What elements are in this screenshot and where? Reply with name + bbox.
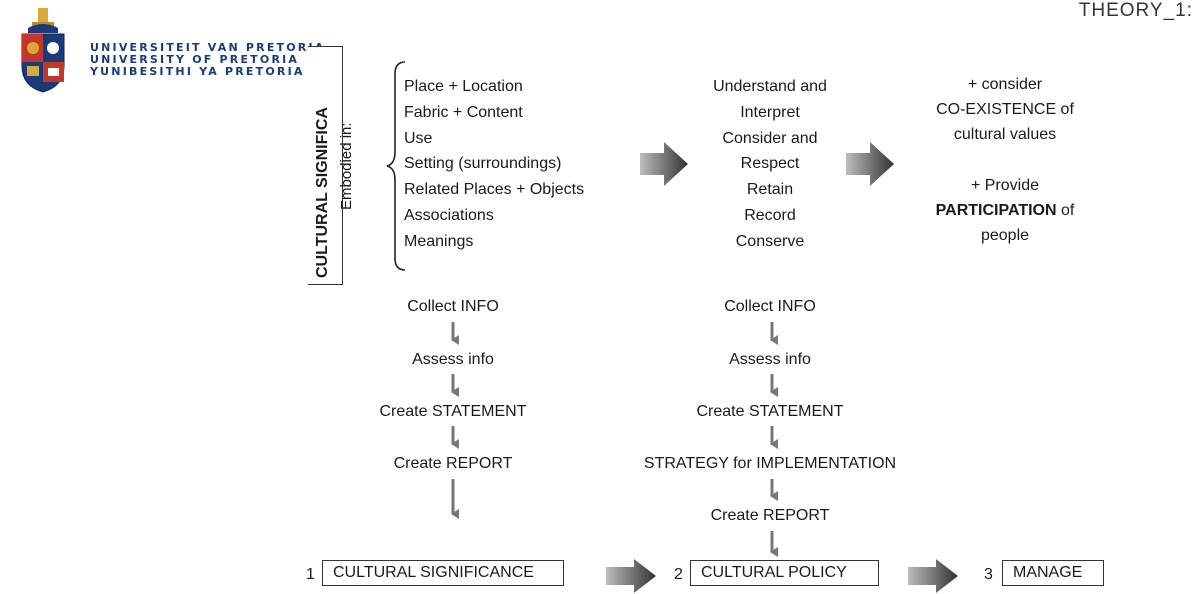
university-crest-icon [21, 8, 65, 93]
list-item: Related Places + Objects [404, 181, 585, 199]
crest-crown-icon [28, 8, 58, 33]
university-name-afrikaans: UNIVERSITEIT VAN PRETORIA [90, 41, 326, 54]
list-item: Use [404, 129, 433, 147]
list-item: Understand and [713, 78, 827, 95]
actions-list: Understand and Interpret Consider and Re… [690, 74, 850, 255]
participation-line: PARTICIPATION of [900, 198, 1110, 223]
stage-cultural-significance-box: CULTURAL SIGNIFICANCE [322, 560, 564, 586]
list-item: Respect [740, 155, 800, 173]
co-existence-line: CO-EXISTENCE of [936, 101, 1074, 118]
embodied-in-list: Place + Location Fabric + Content Use Se… [404, 74, 584, 255]
cultural-significance-vertical-box [308, 46, 343, 285]
university-name-sepedi: YUNIBESITHI YA PRETORIA [90, 65, 305, 78]
left-flow-step-collect: Collect INFO [407, 298, 499, 315]
stage-manage-box: MANAGE [1002, 560, 1104, 586]
list-item: Associations [404, 206, 494, 224]
university-name-english: UNIVERSITY OF PRETORIA [90, 53, 300, 66]
list-item: Retain [746, 181, 794, 199]
block-arrow-icon [640, 142, 688, 186]
consider-line: + consider [967, 76, 1043, 93]
middle-flow-step-statement: Create STATEMENT [696, 403, 844, 420]
stage-number: 1 [306, 566, 315, 583]
stage-number: 3 [984, 566, 993, 583]
list-item: Place + Location [404, 78, 523, 95]
block-arrow-icon [908, 559, 958, 593]
cultural-values-line: cultural values [953, 126, 1057, 143]
consider-panel: + consider CO-EXISTENCE of cultural valu… [900, 72, 1110, 248]
middle-flow-step-report: Create REPORT [710, 507, 830, 524]
participation-bold: PARTICIPATION [935, 202, 1057, 219]
list-item: Consider and [722, 129, 818, 147]
left-flow-step-report: Create REPORT [393, 455, 513, 472]
curly-brace-icon [386, 61, 406, 271]
list-item: Conserve [735, 232, 805, 250]
list-item: Meanings [404, 232, 474, 250]
list-item: Interpret [740, 103, 800, 121]
stage-number: 2 [674, 566, 683, 583]
block-arrow-icon [606, 559, 656, 593]
stage-cultural-policy-box: CULTURAL POLICY [690, 560, 879, 586]
university-names: UNIVERSITEIT VAN PRETORIA UNIVERSITY OF … [90, 42, 325, 78]
middle-flow-step-assess: Assess info [729, 351, 811, 368]
middle-flow-step-strategy: STRATEGY for IMPLEMENTATION [643, 455, 897, 472]
list-item: Setting (surroundings) [404, 155, 562, 173]
participation-rest: of [1056, 202, 1075, 219]
middle-flow-step-collect: Collect INFO [724, 298, 816, 315]
left-flow-step-assess: Assess info [412, 351, 494, 368]
provide-line: + Provide [970, 177, 1040, 194]
left-flow-step-statement: Create STATEMENT [379, 403, 527, 420]
page-header-label: THEORY_1: [1078, 0, 1193, 21]
block-arrow-icon [846, 142, 894, 186]
list-item: Fabric + Content [404, 103, 523, 121]
people-line: people [980, 227, 1030, 244]
list-item: Record [744, 206, 796, 224]
